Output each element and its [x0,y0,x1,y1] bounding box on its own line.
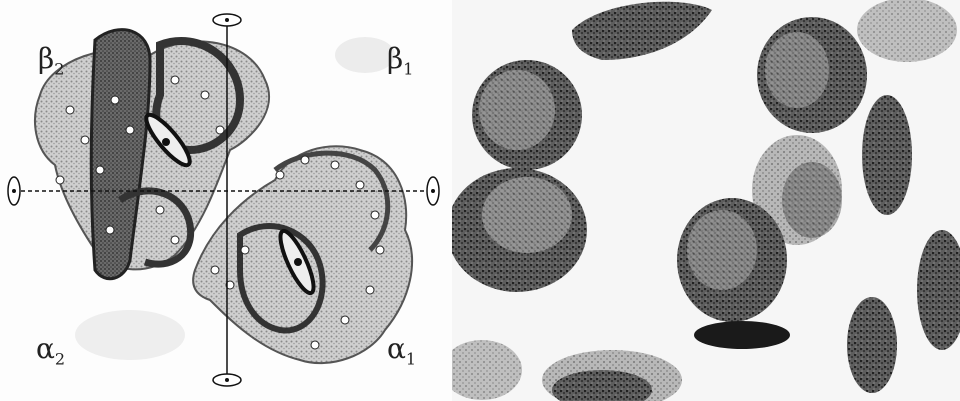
label-alpha1: α1 [387,332,416,369]
hemoglobin-structure-panel: β2 β1 α2 α1 [0,0,452,401]
red-blood-cell [452,168,587,292]
alpha2-ghost [75,310,185,360]
hemoglobin-diagram [0,0,452,401]
red-blood-cell [757,17,867,133]
beta1-ghost [335,37,395,73]
red-blood-cells-panel [452,0,960,401]
red-blood-cell [862,95,912,215]
red-blood-cell [857,0,957,62]
label-alpha2: α2 [36,332,65,369]
red-blood-cell [472,60,582,170]
label-beta1: β1 [387,42,413,79]
label-beta2: β2 [38,42,64,79]
red-blood-cells-image [452,0,960,401]
alpha1-subunit [193,146,412,363]
red-blood-cell [847,297,897,393]
